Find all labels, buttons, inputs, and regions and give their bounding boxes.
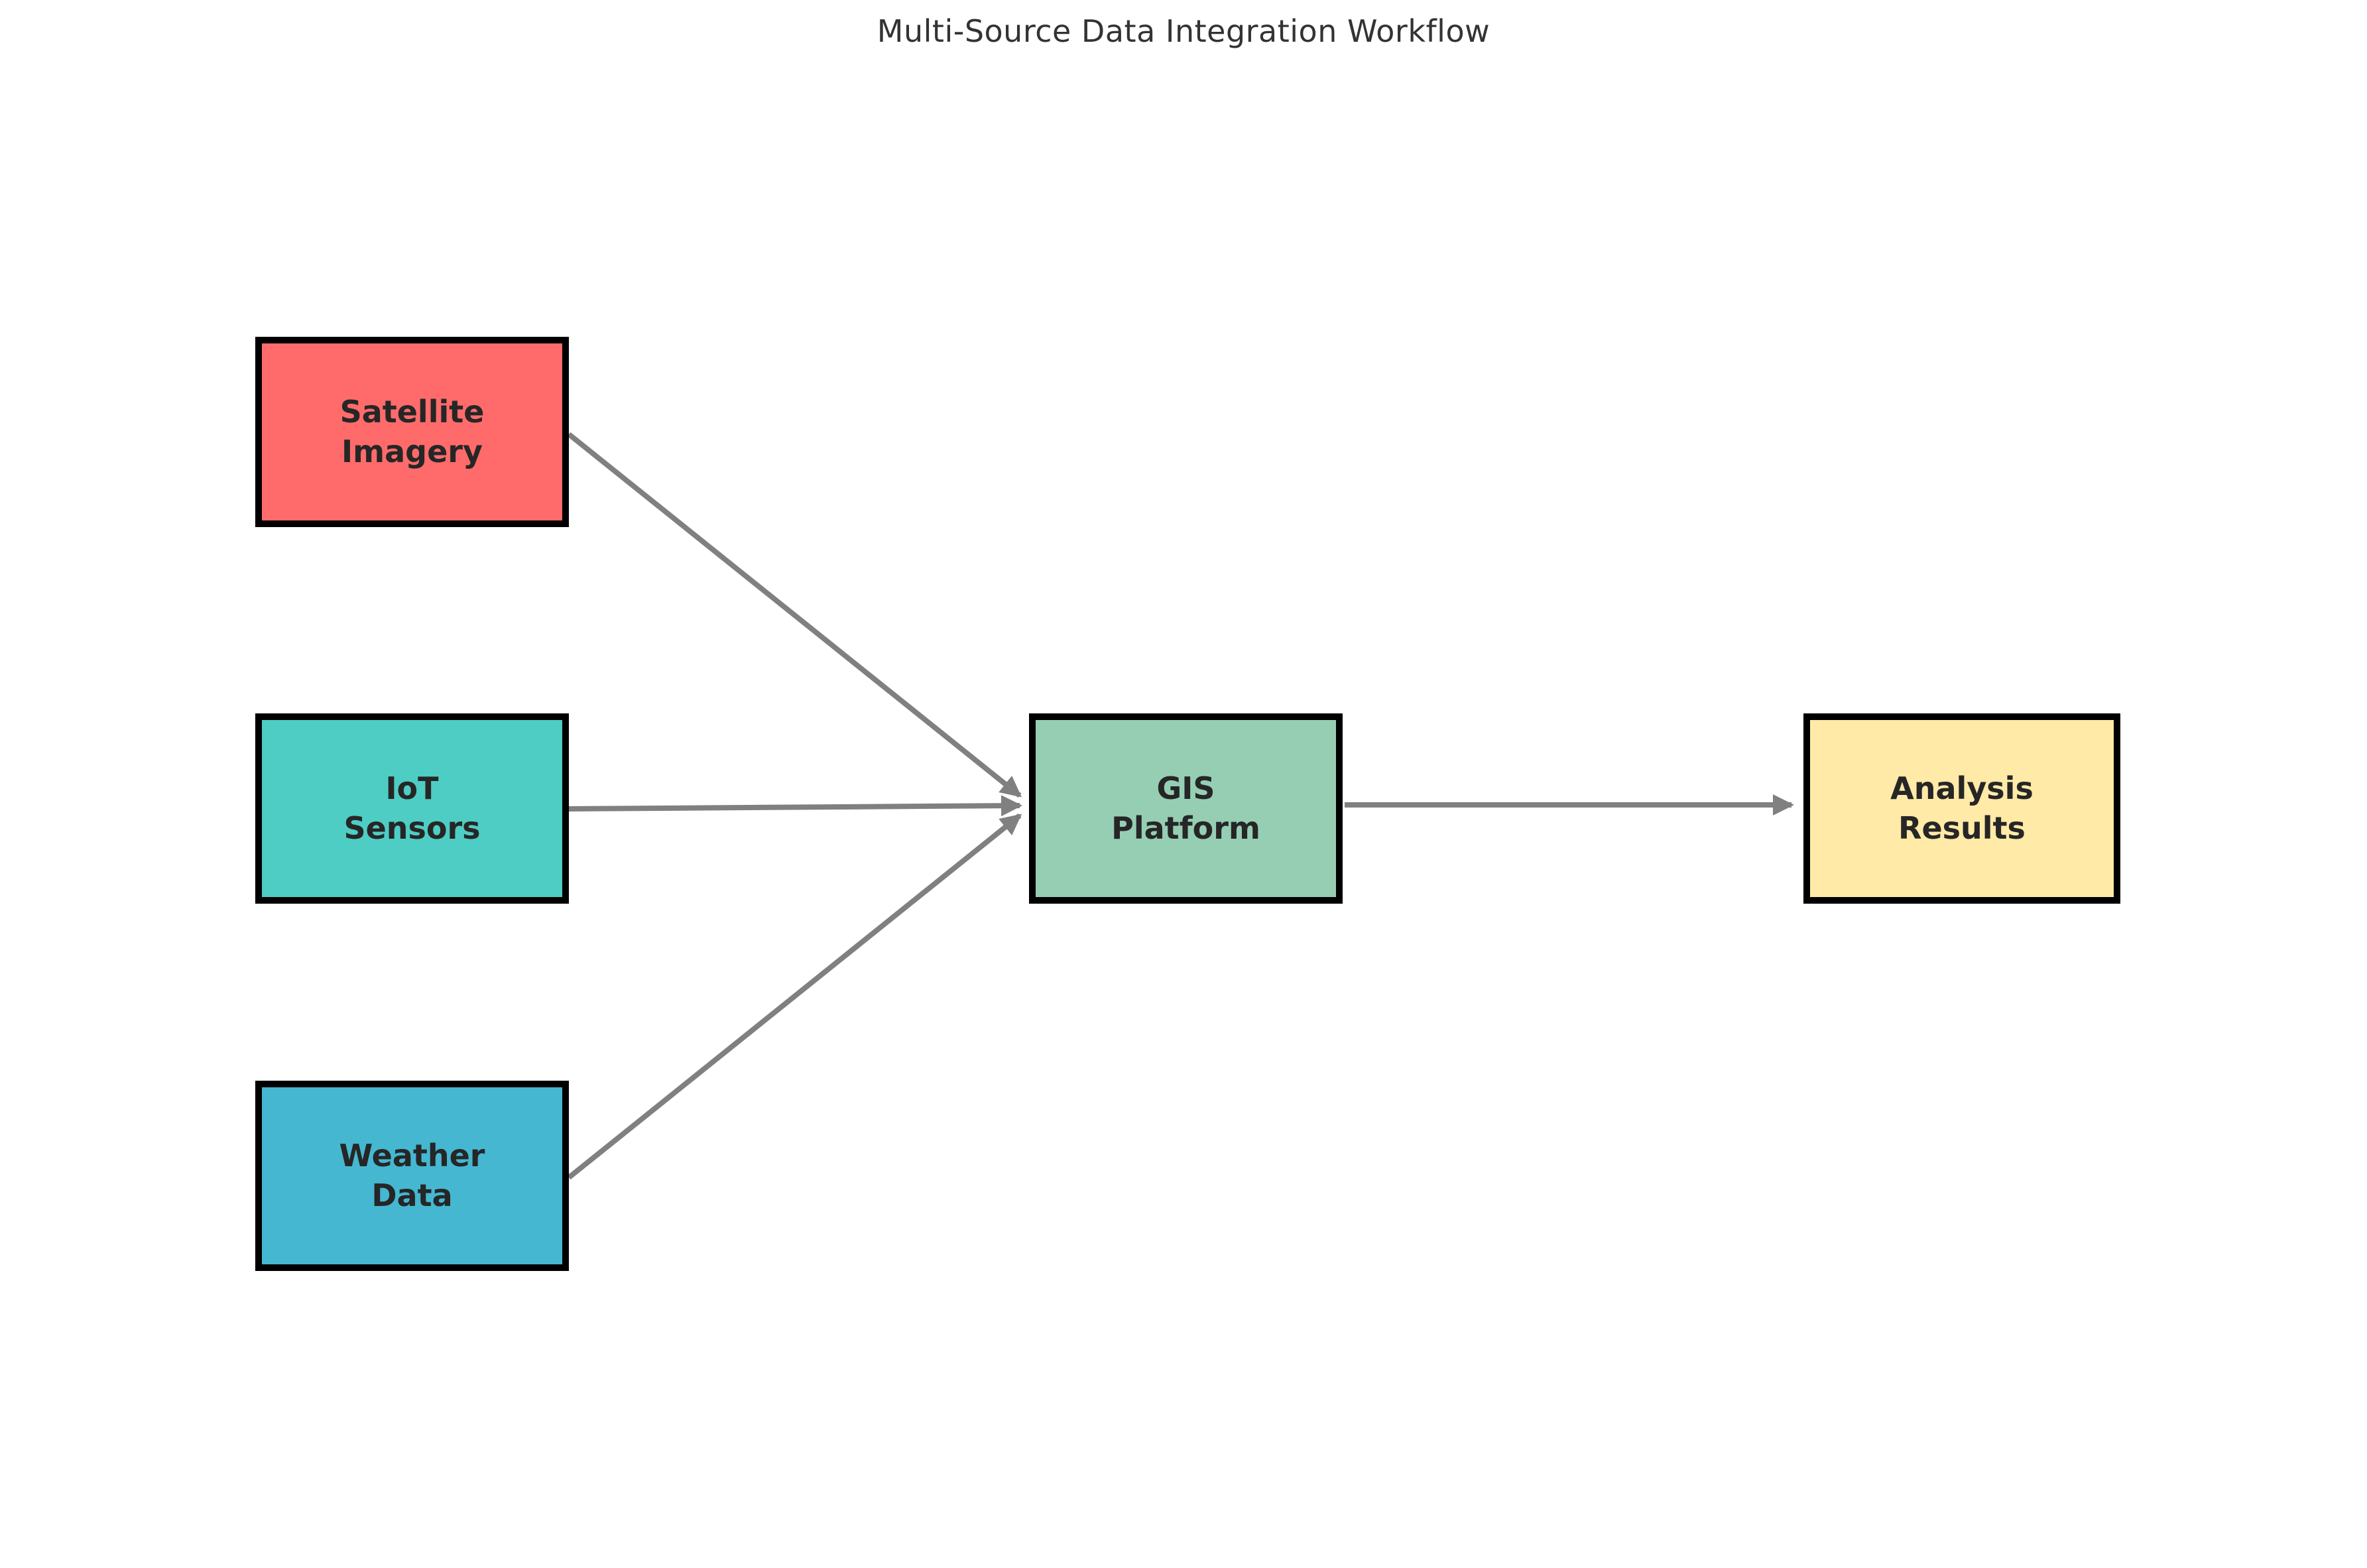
edge-weather-data-to-gis-platform <box>567 813 1022 1180</box>
node-satellite-imagery: Satellite Imagery <box>255 337 569 527</box>
node-weather-data: Weather Data <box>255 1081 569 1271</box>
diagram-title: Multi-Source Data Integration Workflow <box>877 13 1490 49</box>
node-iot-sensors: IoT Sensors <box>255 713 569 904</box>
edge-satellite-imagery-to-gis-platform <box>567 432 1022 798</box>
node-analysis-results: Analysis Results <box>1803 713 2120 904</box>
node-gis-platform: GIS Platform <box>1029 713 1343 904</box>
edge-iot-sensors-to-gis-platform <box>568 795 1022 817</box>
